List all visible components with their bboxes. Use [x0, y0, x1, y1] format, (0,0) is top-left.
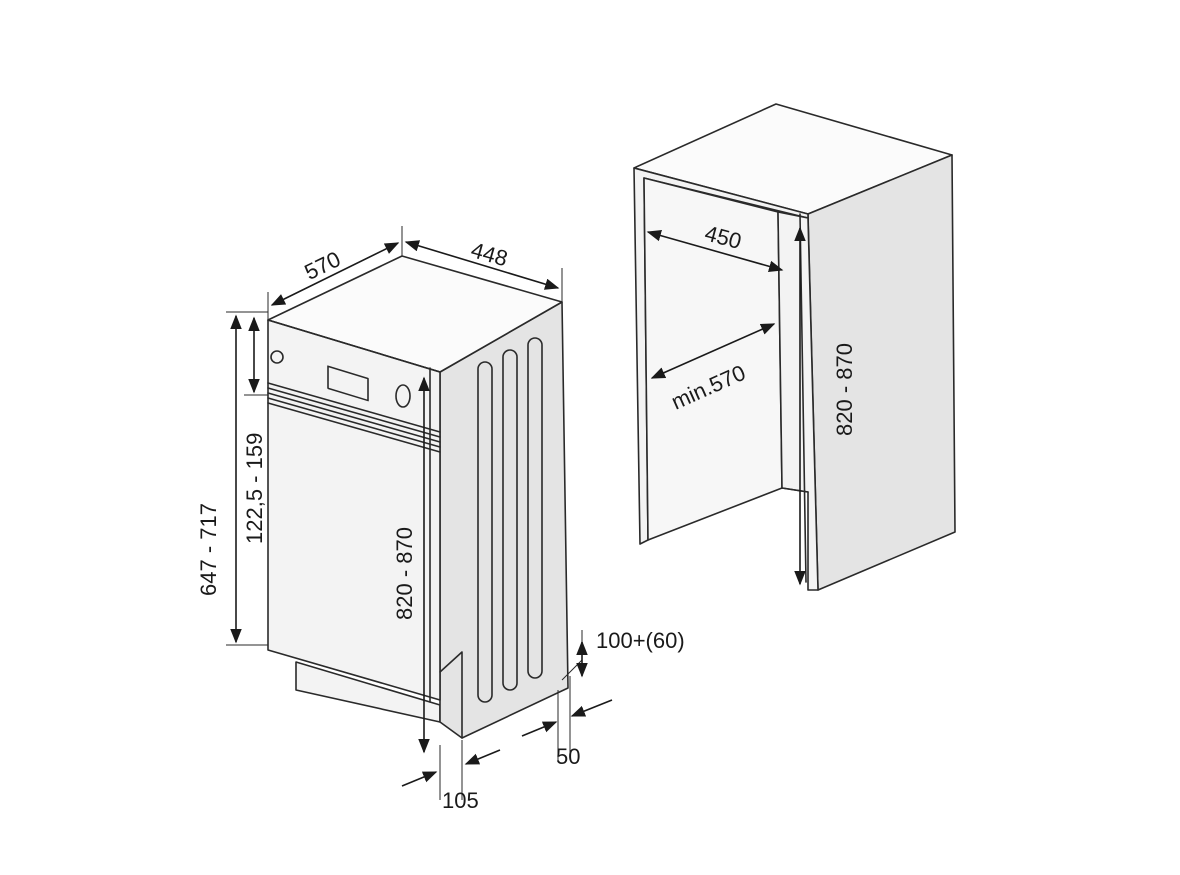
door-handle-knob	[395, 384, 411, 408]
panel-label: 122,5 - 159	[242, 433, 267, 544]
plinth-offset-label: 50	[556, 744, 580, 769]
door-offset-label: 105	[442, 788, 479, 813]
control-panel	[270, 350, 411, 408]
toe-kick-label: 100+(60)	[596, 628, 685, 653]
dishwasher-dimensions: 570 448 647 - 717 122,5 - 159 820 - 870 …	[196, 226, 685, 813]
dishwasher-door	[267, 319, 441, 701]
dishwasher-drawing	[267, 255, 569, 739]
width-dimension-line	[404, 240, 560, 290]
side-ribs	[477, 337, 543, 703]
door-trim	[267, 382, 441, 453]
display-window	[327, 365, 369, 402]
door-height-label: 647 - 717	[196, 503, 221, 596]
dishwasher-side	[439, 301, 569, 739]
depth-dimension-line	[270, 242, 400, 306]
niche-drawing	[633, 103, 956, 591]
niche-height-label: 820 - 870	[832, 343, 857, 436]
width-label: 448	[468, 237, 510, 271]
appliance-height-label: 820 - 870	[392, 527, 417, 620]
depth-label: 570	[301, 246, 345, 285]
plinth-offset-arrow-left	[521, 721, 558, 737]
niche-width-dimension-line	[646, 229, 784, 273]
door-offset-arrow-left	[401, 771, 438, 787]
door-offset-arrow-right	[464, 749, 501, 765]
niche-depth-dimension-line	[650, 323, 776, 379]
niche-side	[807, 154, 956, 591]
plinth-offset-arrow-right	[570, 699, 613, 717]
power-button-icon	[270, 350, 284, 364]
